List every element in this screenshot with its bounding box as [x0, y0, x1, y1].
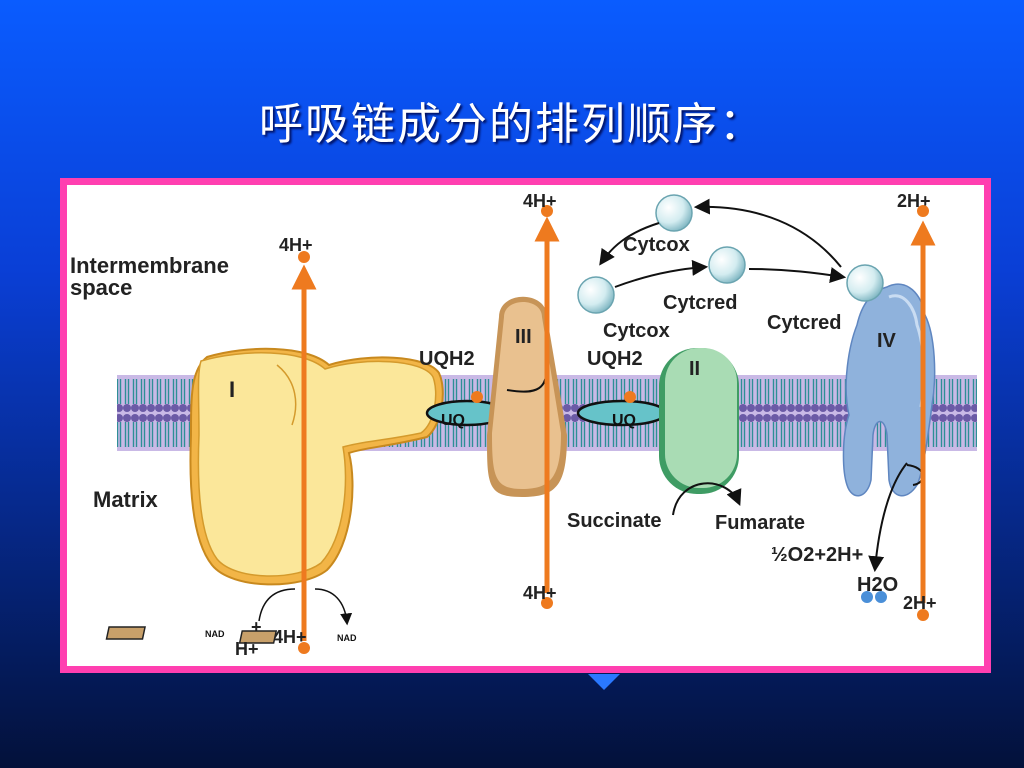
- intermembrane-label-line2: space: [70, 275, 132, 300]
- proton-dot-c3-top: [541, 205, 553, 217]
- cytc-red-mid-text: Cytcred: [663, 292, 737, 314]
- slide-title: 呼吸链成分的排列顺序：: [259, 99, 765, 150]
- succinate-fumarate-arrow: [672, 482, 742, 516]
- cytc-sphere-right: [846, 264, 884, 302]
- complex-2-label: II: [689, 358, 700, 380]
- proton-c3-top-label: 4H+: [523, 191, 557, 211]
- proton-c4-top-label: 2H+: [897, 191, 931, 211]
- matrix-label: Matrix: [93, 487, 159, 512]
- complex-2-shape: [659, 348, 739, 494]
- uqh2-label-right: UQH2: [587, 348, 643, 370]
- cytc-sphere-left: [577, 276, 615, 314]
- complex-4-label: IV: [877, 330, 897, 352]
- complex-1-label: I: [229, 377, 235, 402]
- cytc-sphere-mid: [708, 246, 746, 284]
- oxygen-water-arrow: [868, 462, 908, 573]
- complex-1-shape: [189, 347, 444, 586]
- nad-label-right: NAD: [337, 633, 357, 643]
- uqh2-dot-right: [624, 391, 636, 403]
- cytc-arrow-mid-to-right: [748, 267, 847, 283]
- proton-dot-c3-bottom: [541, 597, 553, 609]
- nad-block-right: NAD: [238, 630, 357, 644]
- cytc-arrow-left-to-mid: [614, 259, 709, 288]
- proton-dot-c1-top: [298, 251, 310, 263]
- h-plus-label: H+: [235, 639, 259, 659]
- figure-frame: I UQ UQH2 III UQ UQH2 II Succinate Fumar…: [60, 178, 991, 673]
- cytc-arrow-top-to-left: [599, 222, 660, 266]
- proton-dot-c1-bottom: [298, 642, 310, 654]
- cytc-ox-low-text: Cytcox: [603, 320, 670, 342]
- nad-label-left: NAD: [205, 629, 225, 639]
- proton-c3-bottom-label: 4H+: [523, 583, 557, 603]
- intermembrane-label-line1: Intermembrane: [70, 253, 229, 278]
- uqh2-label-left: UQH2: [419, 348, 475, 370]
- cytc-ox-top-text: Cytcox: [623, 234, 690, 256]
- oxygen-reaction-label: ½O2+2H+: [771, 544, 863, 566]
- slide-marker: [588, 674, 620, 690]
- proton-dot-c4-top: [917, 205, 929, 217]
- uqh2-dot-left: [471, 391, 483, 403]
- proton-dot-c4-bottom: [917, 609, 929, 621]
- complex-3-label: III: [515, 326, 532, 348]
- cytc-arrow-right-to-top: [693, 198, 842, 268]
- uq-label-left: UQ: [441, 412, 465, 429]
- cytc-sphere-top: [655, 194, 693, 232]
- nad-block-left: NAD: [105, 626, 225, 640]
- cytc-ox-top-label: Cytcox: [623, 234, 690, 256]
- cytc-red-mid-label: Cytcred: [663, 292, 737, 314]
- water-molecule: [861, 591, 887, 603]
- water-label: H2O: [857, 574, 898, 596]
- electron-transport-chain-diagram: I UQ UQH2 III UQ UQH2 II Succinate Fumar…: [70, 191, 977, 659]
- proton-c4-bottom-label: 2H+: [903, 593, 937, 613]
- nad-reduction-arrow-in: [258, 588, 296, 622]
- nad-reduction-arrow-out: [314, 588, 353, 626]
- plus-label: +: [251, 617, 262, 637]
- cytc-ox-low-label: Cytcox: [603, 320, 670, 342]
- fumarate-label: Fumarate: [715, 512, 805, 534]
- succinate-label: Succinate: [567, 510, 661, 532]
- proton-c1-bottom-label: 4H+: [273, 627, 307, 647]
- uq-label-right: UQ: [612, 412, 636, 429]
- cytc-red-right-text: Cytcred: [767, 312, 841, 334]
- cytc-red-right-label: Cytcred: [767, 312, 841, 334]
- proton-c1-top-label: 4H+: [279, 235, 313, 255]
